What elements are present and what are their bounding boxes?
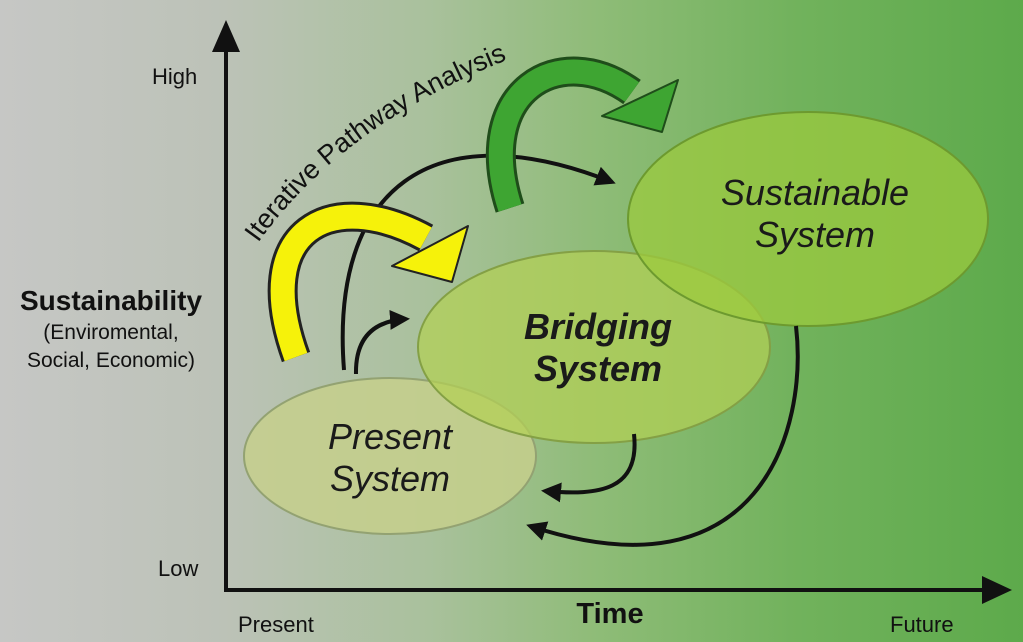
present-system-label-line2: System <box>329 458 451 499</box>
x-axis-title: Time <box>576 598 644 630</box>
yellow-curved-arrow <box>267 201 469 363</box>
y-axis-title-block: Sustainability (Enviromental, Social, Ec… <box>0 283 222 375</box>
y-axis-high-label: High <box>152 64 198 89</box>
present-to-bridging-arrow <box>353 309 410 375</box>
sustainable-system-label-line2: System <box>754 214 876 255</box>
green-curved-arrow <box>485 56 679 213</box>
x-axis-arrowhead <box>982 576 1012 604</box>
sustainable-system-ellipse <box>627 111 989 327</box>
bridging-system-label-line2: System <box>533 348 663 389</box>
bridging-system-ellipse <box>417 250 771 444</box>
present-system-ellipse <box>243 377 537 535</box>
x-axis-start-label: Present <box>238 612 314 637</box>
bridging-to-present-arrow <box>541 433 637 503</box>
y-axis-subtitle-line2: Social, Economic) <box>26 349 196 372</box>
sustainable-to-present-arrow <box>526 325 800 547</box>
sustainable-system-label-line1: Sustainable <box>720 172 910 213</box>
y-axis-subtitle-line1: (Enviromental, <box>43 321 179 344</box>
y-axis-low-label: Low <box>158 556 199 581</box>
y-axis-arrowhead <box>212 20 240 52</box>
bridging-system-label-line1: Bridging <box>524 306 672 347</box>
sustainable-system-label: Sustainable System <box>690 172 940 256</box>
y-axis-title: Sustainability <box>19 285 203 316</box>
bridging-system-label: Bridging System <box>478 306 718 390</box>
present-to-sustainable-arrow <box>340 153 616 371</box>
present-system-label: Present System <box>280 416 500 500</box>
x-axis-end-label: Future <box>890 612 954 637</box>
present-system-label-line1: Present <box>327 416 453 457</box>
